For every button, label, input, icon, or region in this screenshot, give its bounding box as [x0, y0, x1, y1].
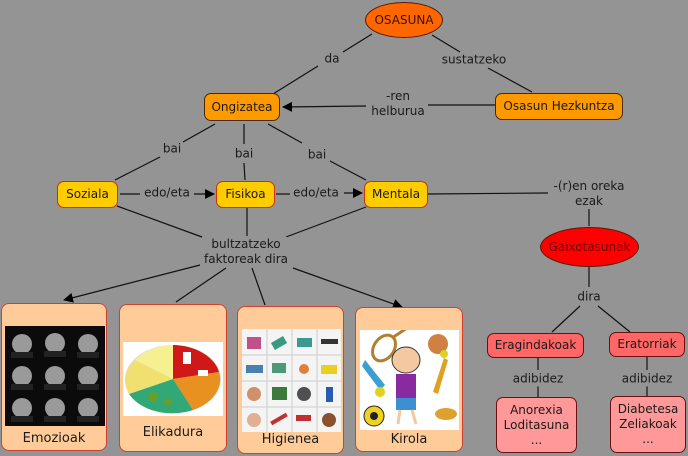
node-mentala-label: Mentala	[371, 187, 421, 201]
node-ongizatea[interactable]: Ongizatea	[204, 93, 280, 121]
card-kirola[interactable]: Kirola	[355, 307, 463, 452]
card-emozioak[interactable]: Emozioak	[1, 303, 107, 451]
link-label-line: ezak	[575, 194, 603, 208]
node-osasuna-label: OSASUNA	[374, 12, 434, 27]
link-label-edo-eta-1: edo/eta	[142, 185, 192, 201]
link-label-line: helburua	[371, 104, 425, 118]
link-label-line: faktoreak dira	[204, 252, 288, 266]
link-label-line: bultzatzeko	[211, 237, 281, 251]
link-label-bai-mentala: bai	[305, 147, 329, 163]
link-label-bai-fisikoa: bai	[232, 146, 256, 162]
card-elikadura[interactable]: Elikadura	[119, 304, 227, 452]
node-soziala-label: Soziala	[66, 187, 109, 201]
link-label-adibidez-1: adibidez	[510, 371, 566, 387]
node-ongizatea-label: Ongizatea	[211, 99, 273, 114]
node-eratorriak-label: Eratorriak	[617, 337, 677, 351]
link-label-oreka-ezak: -(r)en oreka ezak	[551, 179, 627, 209]
card-caption: Kirola	[390, 432, 428, 447]
example-zeliakoak: Zeliakoak	[619, 417, 677, 431]
card-higienea[interactable]: Higienea	[237, 306, 344, 454]
example-loditasuna: Loditasuna	[503, 417, 570, 432]
line-osasuna-da	[342, 33, 373, 53]
link-label-bultzatzeko: bultzatzeko faktoreak dira	[202, 237, 290, 267]
node-soziala[interactable]: Soziala	[57, 181, 118, 208]
hygiene-pictograms-image	[242, 329, 341, 432]
node-eratorriak[interactable]: Eratorriak	[609, 332, 685, 357]
card-caption: Emozioak	[22, 431, 86, 446]
node-osasun-hezkuntza[interactable]: Osasun Hezkuntza	[495, 93, 623, 120]
line-mentala-bultzatzeko	[285, 206, 367, 238]
line-bai3-mentala	[329, 160, 367, 181]
link-label-edo-eta-2: edo/eta	[291, 185, 341, 201]
emotions-photo-image	[5, 326, 105, 426]
link-label-dira: dira	[575, 289, 603, 305]
arrow-bultzatzeko-emozioak	[63, 264, 201, 303]
line-ongizatea-bai1	[182, 123, 216, 143]
food-plate-image	[123, 342, 223, 416]
line-bai2-fisikoa	[243, 162, 246, 181]
card-caption: Higienea	[261, 432, 320, 447]
example-more: ...	[530, 432, 543, 447]
line-dira-eratorriak	[597, 305, 631, 333]
node-gaixotasunak-label: Gaixotasunak	[548, 239, 631, 254]
arrow-helburua-ongizatea	[282, 101, 367, 112]
line-ongizatea-bai3	[267, 123, 303, 144]
link-label-line: -(r)en oreka	[553, 179, 625, 193]
sports-cartoon-image	[360, 330, 459, 430]
line-bai1-soziala	[114, 156, 161, 181]
line-osasuna-sustatzeko	[431, 34, 461, 53]
node-mentala[interactable]: Mentala	[364, 181, 428, 208]
node-fisikoa[interactable]: Fisikoa	[216, 181, 275, 208]
node-eratorriak-examples[interactable]: Diabetesa Zeliakoak ...	[610, 396, 686, 453]
line-dira-eragindakoak	[551, 305, 581, 333]
arrow-bultzatzeko-kirola	[292, 267, 403, 309]
line-da-ongizatea	[272, 65, 319, 95]
line-soziala-bultzatzeko	[116, 205, 203, 238]
link-label-da: da	[322, 51, 342, 67]
node-fisikoa-label: Fisikoa	[225, 187, 266, 201]
example-diabetesa: Diabetesa	[617, 402, 679, 416]
link-label-adibidez-2: adibidez	[619, 371, 675, 387]
link-label-bai-soziala: bai	[160, 141, 184, 157]
node-eragindakoak-examples[interactable]: Anorexia Loditasuna ...	[496, 397, 577, 453]
line-sustatzeko-hezkuntza	[487, 67, 533, 93]
example-more: ...	[642, 432, 654, 446]
node-eragindakoak[interactable]: Eragindakoak	[487, 333, 584, 358]
example-anorexia: Anorexia	[510, 402, 563, 417]
link-label-ren-helburua: -ren helburua	[369, 89, 427, 119]
line-mentala-oreka	[427, 192, 549, 195]
node-eragindakoak-label: Eragindakoak	[494, 338, 577, 352]
link-label-line: -ren	[386, 89, 410, 103]
line-bultzatzeko-higienea	[251, 267, 266, 306]
node-osasun-hezkuntza-label: Osasun Hezkuntza	[503, 99, 615, 113]
node-gaixotasunak[interactable]: Gaixotasunak	[540, 227, 639, 267]
line-bultzatzeko-elikadura	[175, 267, 227, 303]
link-label-sustatzeko: sustatzeko	[439, 52, 509, 68]
node-osasuna[interactable]: OSASUNA	[365, 2, 443, 38]
card-caption: Elikadura	[142, 425, 204, 440]
